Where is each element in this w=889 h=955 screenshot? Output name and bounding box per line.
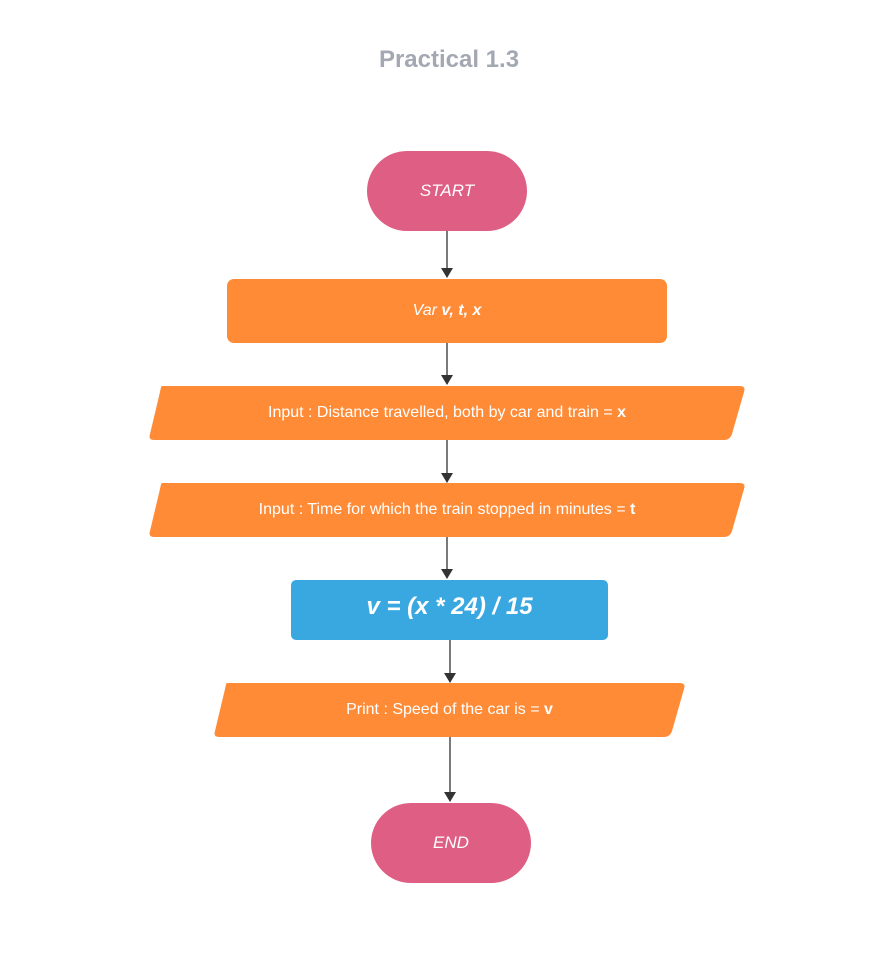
parallelogram-shape bbox=[149, 483, 745, 537]
end-node[interactable]: END bbox=[371, 803, 531, 883]
parallelogram-shape bbox=[149, 386, 745, 440]
input-time-text: Input : Time for which the train stopped… bbox=[258, 501, 630, 518]
end-label: END bbox=[433, 833, 469, 852]
diagram-title: Practical 1.3 bbox=[378, 46, 520, 73]
parallelogram-shape bbox=[214, 683, 685, 737]
output-node[interactable]: Print : Speed of the car is = v bbox=[213, 683, 686, 737]
declare-variables-node[interactable]: Var v, t, x bbox=[227, 279, 667, 343]
declare-prefix: Var bbox=[412, 302, 442, 319]
calculation-formula: v = (x * 24) / 15 bbox=[366, 593, 533, 620]
input-distance-text: Input : Distance travelled, both by car … bbox=[268, 404, 618, 421]
input-distance-var: x bbox=[617, 404, 626, 421]
start-label: START bbox=[419, 181, 475, 200]
declare-vars: v, t, x bbox=[441, 302, 482, 319]
start-node[interactable]: START bbox=[367, 151, 527, 231]
input-time-node[interactable]: Input : Time for which the train stopped… bbox=[148, 483, 746, 537]
input-time-var: t bbox=[629, 501, 636, 518]
output-var: v bbox=[543, 701, 553, 718]
calculation-node[interactable]: v = (x * 24) / 15 bbox=[291, 580, 608, 640]
output-text: Print : Speed of the car is = bbox=[346, 701, 544, 718]
input-distance-node[interactable]: Input : Distance travelled, both by car … bbox=[148, 386, 746, 440]
